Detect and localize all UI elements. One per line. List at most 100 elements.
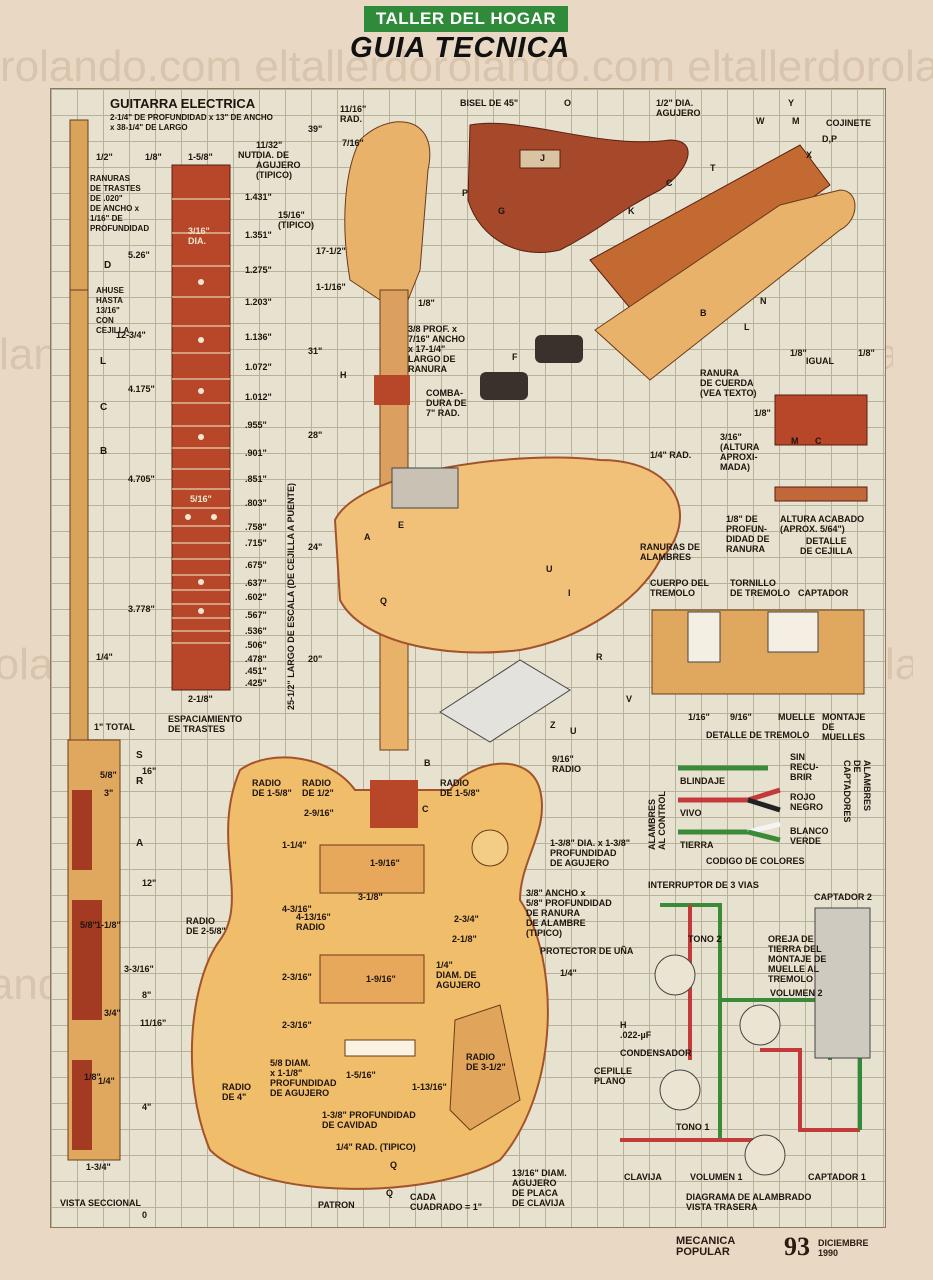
headstock-label: 7/16" xyxy=(342,138,364,148)
wiring-label: TONO 1 xyxy=(676,1122,710,1132)
fretboard-caption: ESPACIAMIENTO DE TRASTES xyxy=(168,714,243,734)
guitar-dimensions: 2-1/4" DE PROFUNDIDAD x 13" DE ANCHO x 3… xyxy=(110,113,273,132)
exploded-part-label: 1/2" DIA. AGUJERO xyxy=(656,98,701,118)
fret-spacing-value: 1.275" xyxy=(245,265,272,275)
scale-mark: 28" xyxy=(308,430,323,440)
sectional-label: C xyxy=(100,402,108,413)
exploded-part-label: F xyxy=(512,352,518,362)
sectional-label: 1/4" xyxy=(96,652,113,662)
wiring-label: H xyxy=(620,1020,627,1030)
fret-spacing-value: .803" xyxy=(245,498,267,508)
vertical-dim: 4.705" xyxy=(128,474,155,484)
color-code-caption: CODIGO DE COLORES xyxy=(706,856,805,866)
fret-slot-note: RANURAS DE TRASTES DE .020" DE ANCHO x 1… xyxy=(90,174,150,233)
tremolo-detail-label: TORNILLO DE TREMOLO xyxy=(730,578,790,598)
exploded-part-label: RANURAS DE ALAMBRES xyxy=(640,542,701,562)
exploded-part-label: L xyxy=(744,322,750,332)
vertical-dim: 4.175" xyxy=(128,384,155,394)
fret-spacing-value: .851" xyxy=(245,474,267,484)
exploded-part-label: BISEL DE 45" xyxy=(460,98,519,108)
tremolo-detail-label: 1/16" xyxy=(688,712,710,722)
sectional-label: 1/8" xyxy=(84,1072,101,1082)
scale-mark: 4" xyxy=(142,1102,152,1112)
nut-detail-label: 3/16" (ALTURA APROXI- MADA) xyxy=(720,432,760,472)
body-dimension-label: 13/16" DIAM. AGUJERO DE PLACA DE CLAVIJA xyxy=(512,1168,567,1208)
sectional-label: 3" xyxy=(104,788,114,798)
page-number: 93 xyxy=(784,1232,810,1261)
vertical-dim: 3.778" xyxy=(128,604,155,614)
sectional-caption: VISTA SECCIONAL xyxy=(60,1198,142,1208)
nut-detail-label: 1/8" xyxy=(790,348,807,358)
fret-spacing-value: 1.203" xyxy=(245,297,272,307)
exploded-part-label: H xyxy=(340,370,347,380)
magazine-name: MECANICA POPULAR xyxy=(676,1235,736,1258)
body-dimension-label: 1-9/16" xyxy=(366,974,396,984)
sectional-label: 11/16" xyxy=(140,1018,167,1028)
headstock-label: 17-1/2" xyxy=(316,246,346,256)
body-dimension-label: RADIO DE 4" xyxy=(222,1082,251,1102)
body-dimension-label: 1-3/8" PROFUNDIDAD DE CAVIDAD xyxy=(322,1110,416,1130)
fret-dot-dia: 5/16" xyxy=(190,494,212,504)
body-dimension-label: CEPILLE PLANO xyxy=(594,1066,633,1086)
sectional-label: 1-1/8" xyxy=(96,920,121,930)
wiring-label: VOLUMEN 1 xyxy=(690,1172,743,1182)
body-dimension-label: 1/4" RAD. (TIPICO) xyxy=(336,1142,416,1152)
fret-spacing-value: .602" xyxy=(245,592,267,602)
exploded-part-label: 1/4" RAD. xyxy=(650,450,692,460)
wiring-label: .022-µF xyxy=(620,1030,652,1040)
nut-detail-label: ALTURA ACABADO (APROX. 5/64") xyxy=(780,514,865,534)
exploded-part-label: K xyxy=(628,206,635,216)
body-dimension-label: 1-3/8" DIA. x 1-3/8" PROFUNDIDAD DE AGUJ… xyxy=(550,838,631,868)
body-dimension-label: RADIO DE 1/2" xyxy=(302,778,334,798)
sectional-label: 5/8" xyxy=(100,770,117,780)
fret-spacing-value: .955" xyxy=(245,420,267,430)
fret-spacing-value: .715" xyxy=(245,538,267,548)
issue-date: DICIEMBRE 1990 xyxy=(818,1238,869,1258)
headstock-label: 11/32" DIA. DE AGUJERO (TIPICO) xyxy=(256,140,301,180)
body-dimension-label: 4-13/16" RADIO xyxy=(296,912,331,932)
body-dimension-label: B xyxy=(424,758,431,768)
fret-spacing-value: .506" xyxy=(245,640,267,650)
body-dimension-label: 2-3/16" xyxy=(282,972,312,982)
exploded-part-label: G xyxy=(498,206,506,216)
color-row-shield: BLINDAJE xyxy=(680,776,726,786)
fret-spacing-value: .637" xyxy=(245,578,267,588)
headstock-label: COMBA- DURA DE 7" RAD. xyxy=(426,388,467,418)
sectional-label: AHUSE HASTA 13/16" CON CEJILLA xyxy=(96,286,130,335)
exploded-part-label: A xyxy=(364,532,371,542)
body-dimension-label: 2-1/8" xyxy=(452,934,477,944)
exploded-part-label: I xyxy=(568,588,571,598)
exploded-part-label: X xyxy=(806,150,813,160)
fret-spacing-value: .567" xyxy=(245,610,267,620)
headstock-label: 11/16" RAD. xyxy=(340,104,367,124)
fret-spacing-value: 1.072" xyxy=(245,362,272,372)
wiring-label: VOLUMEN 2 xyxy=(770,988,823,998)
exploded-part-label: O xyxy=(564,98,572,108)
nut-detail-label: 1/8" DE PROFUN- DIDAD DE RANURA xyxy=(726,514,770,554)
body-dimension-label: 3/8" ANCHO x 5/8" PROFUNDIDAD DE RANURA … xyxy=(526,888,612,938)
body-dimension-label: 4-3/16" xyxy=(282,904,312,914)
body-dimension-label: 2-9/16" xyxy=(304,808,334,818)
wiring-label: CLAVIJA xyxy=(624,1172,662,1182)
body-dimension-label: RADIO DE 3-1/2" xyxy=(466,1052,506,1072)
nut-detail-label: 1/8" xyxy=(858,348,875,358)
scale-mark: 0 xyxy=(142,1210,148,1220)
fret-spacing-value: 1.351" xyxy=(245,230,272,240)
exploded-part-label: R xyxy=(596,652,603,662)
exploded-part-label: M xyxy=(792,116,800,126)
fret-spacing-value: .901" xyxy=(245,448,267,458)
color-row-red-black: ROJO NEGRO xyxy=(790,792,824,812)
exploded-part-label: Q xyxy=(386,1188,394,1198)
color-code-left-group: ALAMBRES AL CONTROL xyxy=(647,791,667,850)
fretboard-label: 1-5/8" xyxy=(188,152,213,162)
exploded-part-label: E xyxy=(398,520,405,530)
fretboard-label: 1/8" xyxy=(145,152,162,162)
body-dimension-label: 1-5/16" xyxy=(346,1070,376,1080)
headstock-label: 3/8 PROF. x 7/16" ANCHO x 17-1/4" LARGO … xyxy=(408,324,465,374)
sectional-label: D xyxy=(104,260,112,271)
color-row-ground: TIERRA xyxy=(680,840,714,850)
scale-length-label: 25-1/2" LARGO DE ESCALA (DE CEJILLA A PU… xyxy=(286,483,296,710)
sectional-label: B xyxy=(100,446,108,457)
exploded-part-label: P xyxy=(462,188,469,198)
body-dimension-label: RADIO DE 1-5/8" xyxy=(440,778,480,798)
